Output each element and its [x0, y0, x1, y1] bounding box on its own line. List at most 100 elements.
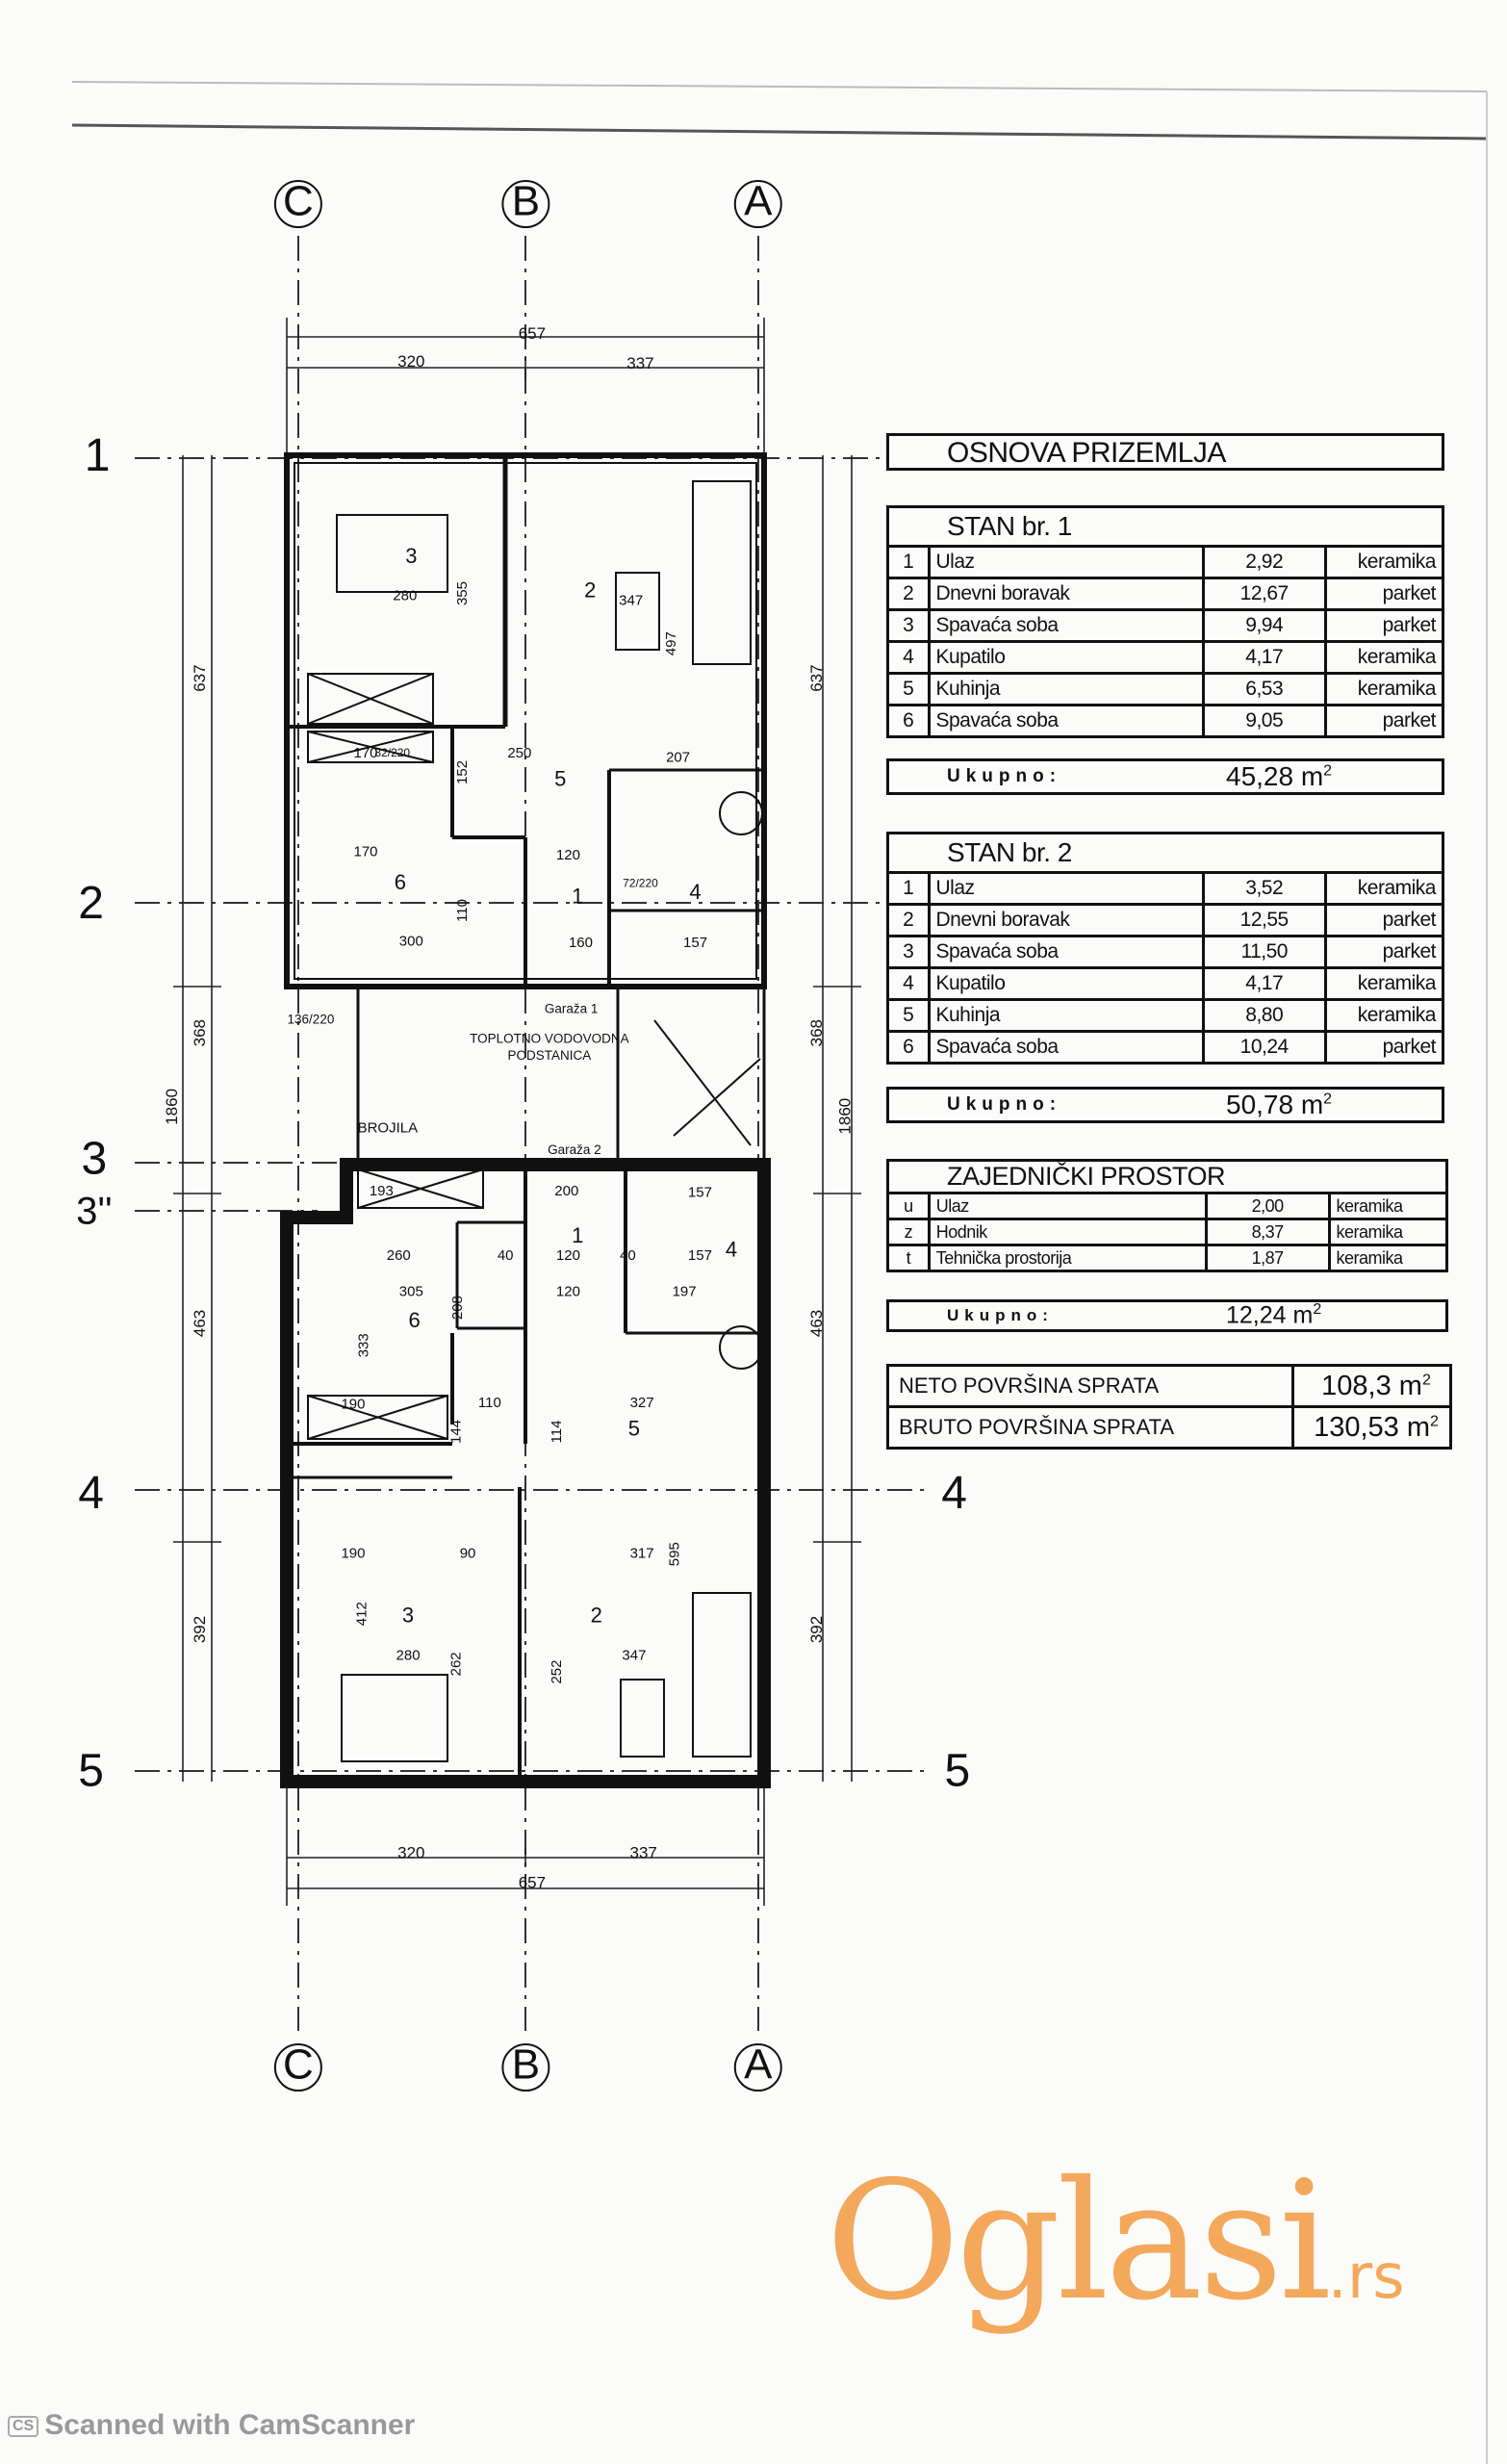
overall-width-dim: 657: [519, 324, 546, 343]
room-dimension: 333: [355, 1333, 371, 1357]
room-number: z: [886, 1218, 931, 1246]
room-dimension: 157: [688, 1247, 712, 1264]
room-dimension: 305: [399, 1283, 423, 1299]
room-number-label: 5: [628, 1417, 640, 1441]
axis-label-row: 5: [945, 1746, 971, 1797]
zajednicki-header: ZAJEDNIČKI PROSTOR: [886, 1159, 1448, 1194]
overall-width-dim: 657: [519, 1874, 546, 1892]
room-dimension: 170: [354, 745, 378, 761]
axis-bubble: [501, 2043, 550, 2092]
room-number-label: 1: [572, 1223, 583, 1247]
room-dimension: 160: [569, 935, 593, 951]
room-flooring: parket: [1323, 935, 1445, 969]
room-number: 5: [886, 998, 931, 1033]
room-dimension: 120: [556, 1283, 580, 1299]
bruto-value: 130,53 m2: [1291, 1405, 1452, 1450]
room-area: 2,00: [1204, 1192, 1331, 1220]
room-number: 2: [886, 577, 931, 611]
room-number-label: 3: [405, 544, 417, 568]
neto-row: NETO POVRŠINA SPRATA 108,3 m2: [886, 1364, 1452, 1408]
row-span-dim: 463: [191, 1310, 209, 1337]
room-name: Ulaz: [927, 1192, 1208, 1220]
row-span-dim: 637: [191, 664, 209, 691]
room-dimension: 200: [554, 1183, 578, 1199]
room-flooring: keramika: [1323, 966, 1445, 1001]
axis-label-column: C: [283, 178, 314, 225]
row-span-dim: 463: [807, 1310, 826, 1337]
room-name: Kupatilo: [927, 640, 1205, 675]
plan-annotation: 72/220: [623, 876, 658, 889]
axis-label-row: 4: [78, 1468, 104, 1519]
room-number: 1: [886, 871, 931, 906]
zajednicki-total: Ukupno: 12,24 m2: [886, 1299, 1448, 1332]
room-dimension: 110: [478, 1395, 501, 1411]
row-span-dim: 368: [191, 1019, 209, 1046]
room-number: 3: [886, 935, 931, 969]
axis-label-row: 5: [78, 1746, 104, 1797]
walls: [280, 452, 771, 1788]
room-dimension: 144: [448, 1420, 465, 1444]
room-dimension: 90: [460, 1546, 476, 1562]
room-flooring: keramika: [1323, 545, 1445, 579]
room-dimension: 595: [666, 1542, 682, 1566]
row-span-dim: 392: [191, 1616, 209, 1643]
room-dimension: 262: [448, 1652, 465, 1676]
room-number: 3: [886, 608, 931, 643]
room-area: 10,24: [1201, 1030, 1327, 1065]
wardrobes: [307, 673, 484, 1440]
column-span-dim: 337: [626, 354, 653, 372]
room-dimension: 40: [620, 1247, 636, 1264]
room-dimension: 207: [666, 750, 690, 766]
axis-label-column: C: [283, 2041, 314, 2089]
room-dimension: 497: [663, 631, 679, 655]
room-name: Ulaz: [927, 871, 1205, 906]
room-dimension: 40: [498, 1247, 514, 1264]
room-dimension: 300: [399, 934, 423, 950]
plan-title: OSNOVA PRIZEMLJA: [886, 433, 1444, 471]
row-span-dim: 368: [807, 1019, 826, 1046]
neto-label: NETO POVRŠINA SPRATA: [886, 1364, 1294, 1408]
room-flooring: keramika: [1323, 672, 1445, 706]
overall-length-dim: 1860: [836, 1098, 855, 1135]
room-flooring: keramika: [1323, 998, 1445, 1033]
neto-value: 108,3 m2: [1291, 1364, 1452, 1408]
plan-annotation: TOPLOTNO VODOVODNA: [470, 1031, 629, 1045]
room-dimension: 347: [622, 1648, 646, 1664]
room-name: Spavaća soba: [927, 935, 1205, 969]
room-dimension: 412: [354, 1602, 370, 1626]
room-dimension: 190: [341, 1397, 365, 1413]
room-number: 1: [886, 545, 931, 579]
total-label: Ukupno:: [947, 1306, 1054, 1324]
room-area: 4,17: [1201, 966, 1327, 1001]
axis-label-row: 2: [78, 878, 104, 929]
total-label: Ukupno:: [947, 766, 1062, 786]
room-dimension: 120: [556, 1247, 580, 1264]
room-number-label: 6: [395, 870, 406, 894]
room-area: 12,55: [1201, 903, 1327, 937]
floor-area-summary: NETO POVRŠINA SPRATA 108,3 m2 BRUTO POVR…: [886, 1364, 1452, 1450]
stan-2-total: Ukupno: 50,78 m2: [886, 1087, 1444, 1123]
room-name: Spavaća soba: [927, 704, 1205, 738]
axis-label-row: 1: [85, 430, 111, 481]
axis-label-column: B: [512, 2041, 540, 2089]
room-dimension: 170: [354, 844, 378, 860]
room-dimension: 260: [387, 1247, 411, 1264]
room-area: 9,94: [1201, 608, 1327, 643]
total-value: 12,24 m2: [1226, 1301, 1322, 1329]
room-number-label: 2: [591, 1604, 602, 1628]
plan-annotation: 136/220: [288, 1013, 335, 1027]
room-dimension: 355: [454, 581, 471, 605]
room-area: 3,52: [1201, 871, 1327, 906]
